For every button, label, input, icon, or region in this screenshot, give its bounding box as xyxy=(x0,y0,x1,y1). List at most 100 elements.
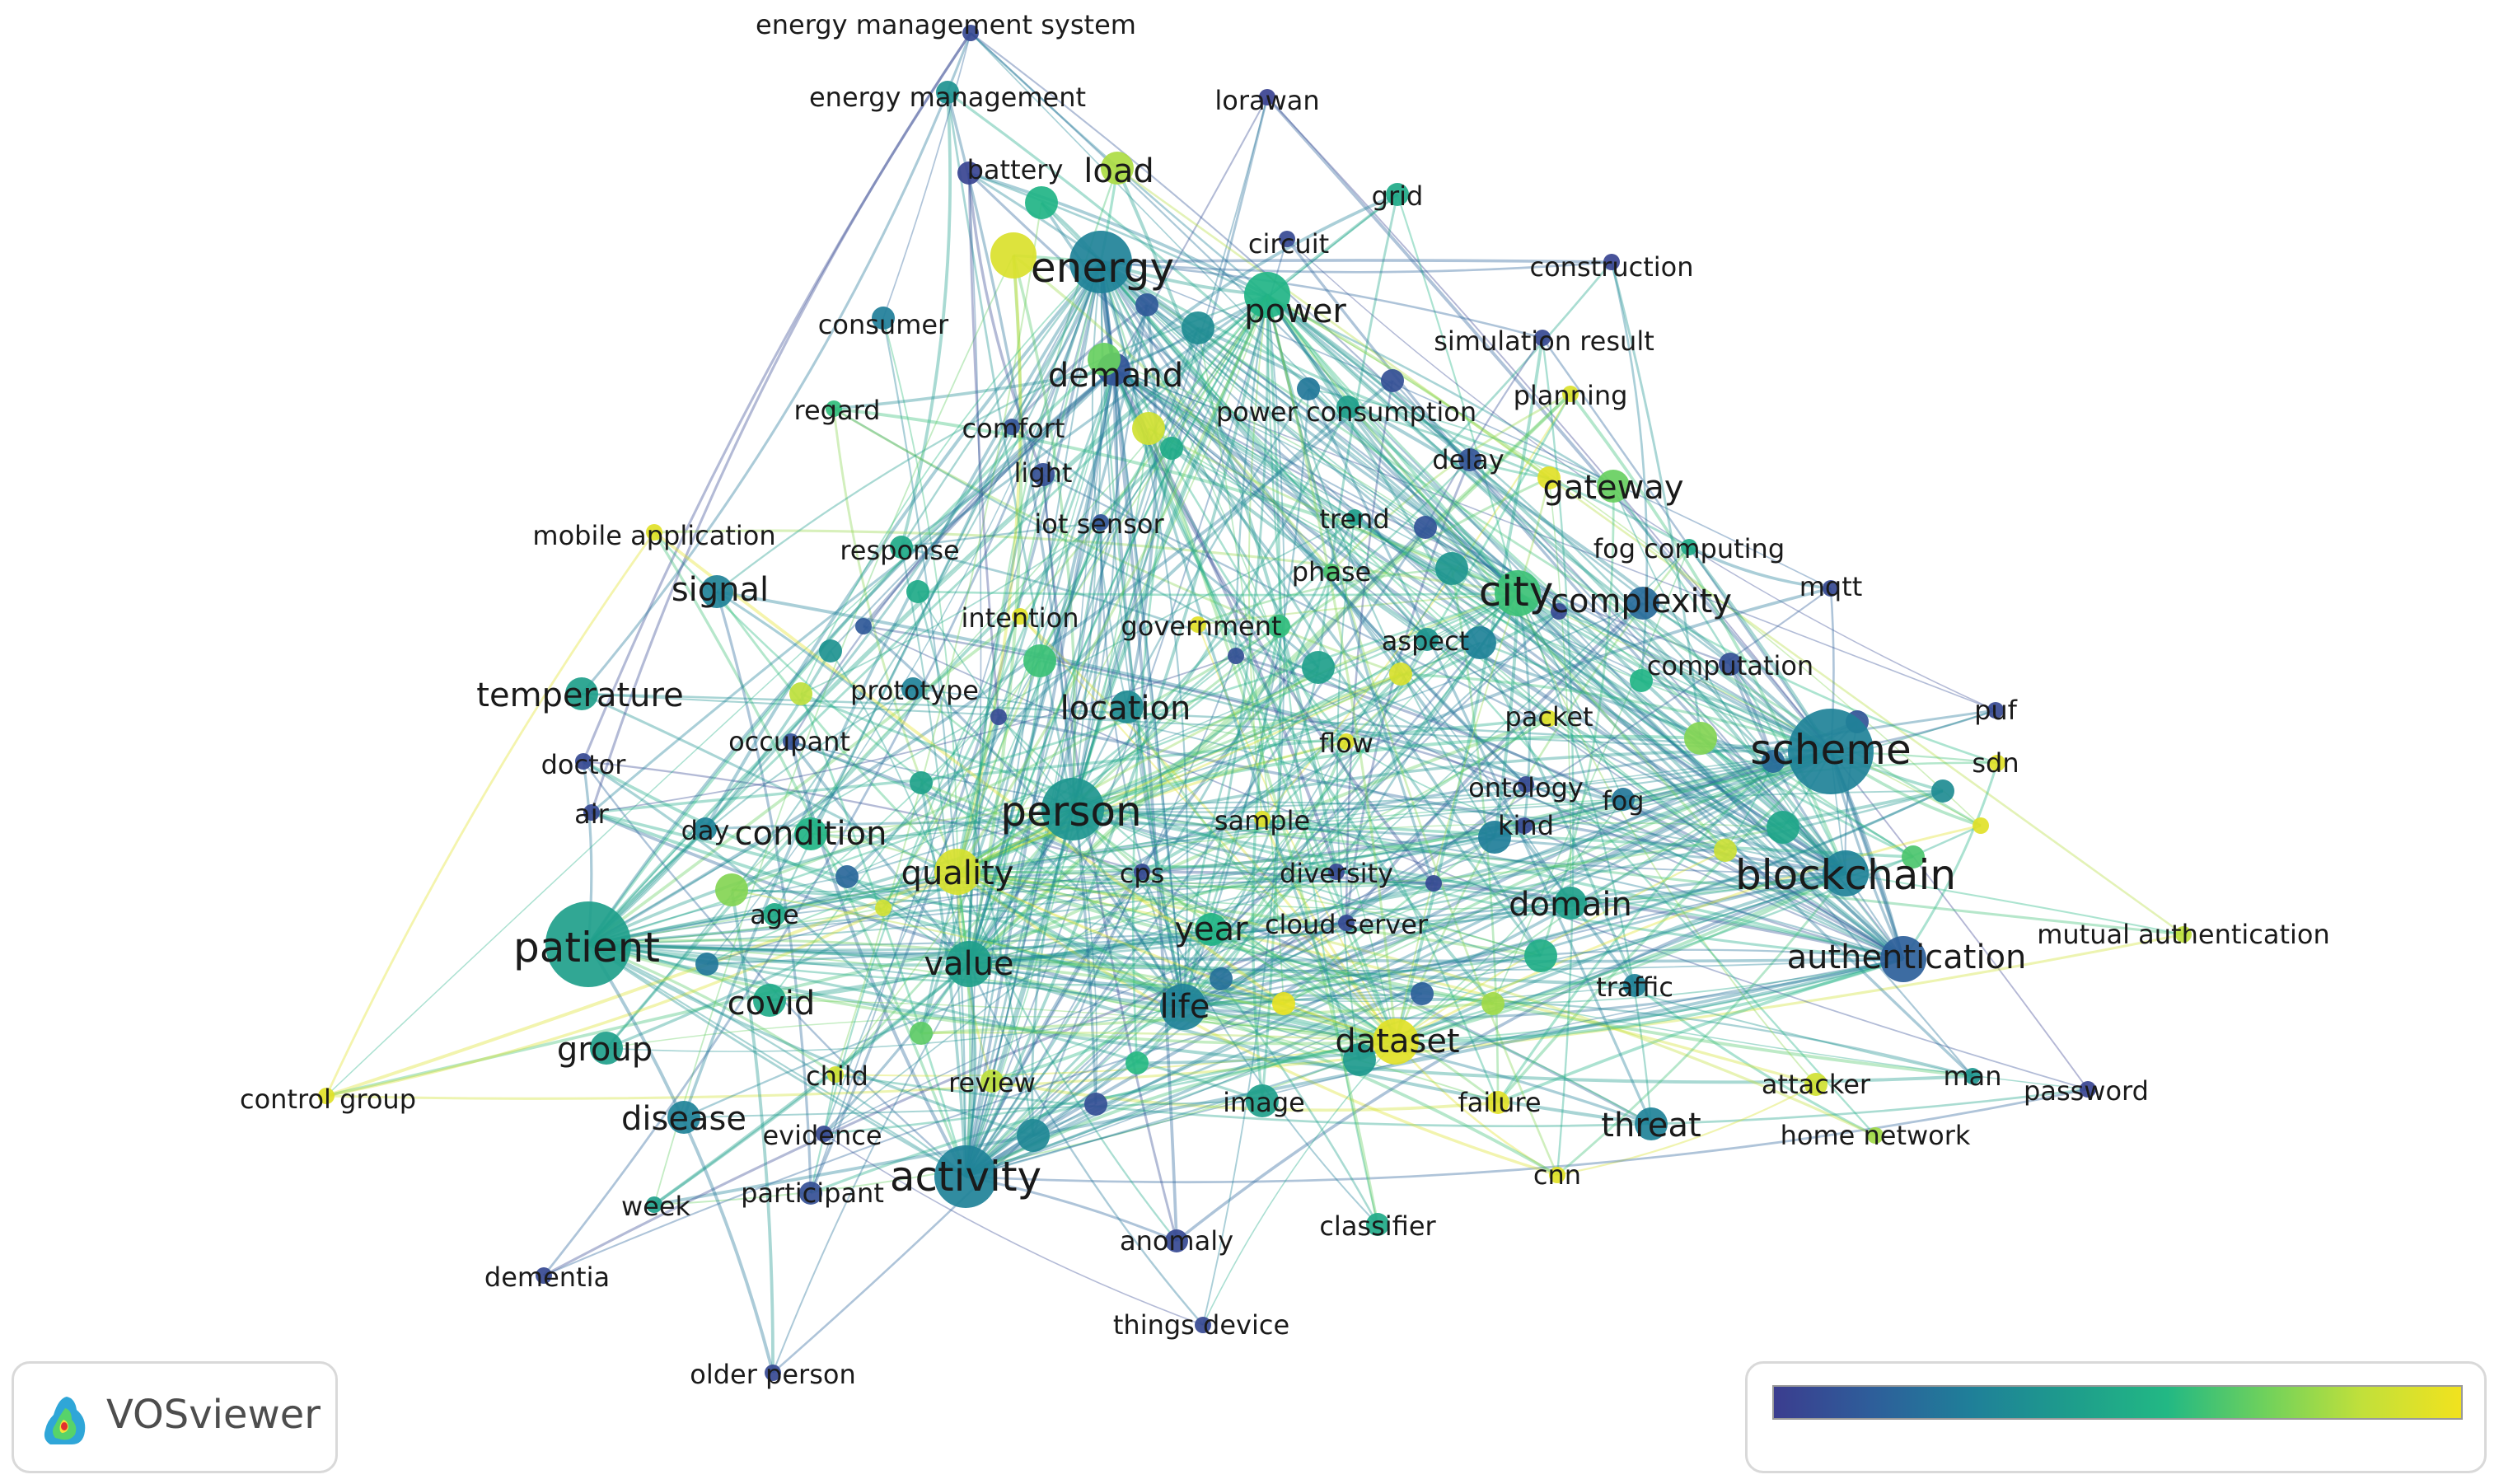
node-label-demand[interactable]: demand xyxy=(1048,357,1183,395)
node-label-simulation-result[interactable]: simulation result xyxy=(1434,325,1654,357)
node-label-image[interactable]: image xyxy=(1223,1087,1305,1118)
node-label-group[interactable]: group xyxy=(557,1031,653,1069)
node-label-disease[interactable]: disease xyxy=(621,1100,746,1138)
node-label-location[interactable]: location xyxy=(1060,690,1191,728)
node-unlabeled[interactable] xyxy=(1267,615,1290,638)
node-delay[interactable] xyxy=(1458,448,1481,471)
node-label-older-person[interactable]: older person xyxy=(690,1359,855,1390)
node-label-planning[interactable]: planning xyxy=(1514,380,1628,411)
node-participant[interactable] xyxy=(799,1182,822,1205)
node-label-age[interactable]: age xyxy=(750,899,799,930)
node-unlabeled[interactable] xyxy=(1125,1051,1149,1074)
node-label-occupant[interactable]: occupant xyxy=(728,726,850,757)
node-label-gateway[interactable]: gateway xyxy=(1542,469,1683,507)
node-unlabeled[interactable] xyxy=(1132,412,1165,445)
node-unlabeled[interactable] xyxy=(1551,603,1567,620)
node-label-evidence[interactable]: evidence xyxy=(762,1120,882,1151)
node-group[interactable] xyxy=(590,1032,623,1065)
node-label-kind[interactable]: kind xyxy=(1498,810,1554,841)
node-unlabeled[interactable] xyxy=(1025,186,1058,219)
node-label-person[interactable]: person xyxy=(1000,788,1141,836)
node-traffic[interactable] xyxy=(1623,974,1646,997)
node-label-control-group[interactable]: control group xyxy=(240,1084,416,1115)
node-unlabeled[interactable] xyxy=(1931,779,1954,803)
node-light[interactable] xyxy=(1032,463,1055,486)
node-day[interactable] xyxy=(694,817,717,840)
node-label-flow[interactable]: flow xyxy=(1319,728,1374,759)
node-label-diversity[interactable]: diversity xyxy=(1280,858,1393,889)
node-label-power-consumption[interactable]: power consumption xyxy=(1216,396,1476,428)
node-label-iot-sensor[interactable]: iot sensor xyxy=(1034,508,1164,540)
node-unlabeled[interactable] xyxy=(855,618,872,634)
node-label-cps[interactable]: cps xyxy=(1120,858,1165,889)
node-label-patient[interactable]: patient xyxy=(513,924,660,971)
node-life[interactable] xyxy=(1160,984,1206,1030)
node-label-participant[interactable]: participant xyxy=(741,1177,884,1209)
node-label-cloud-server[interactable]: cloud server xyxy=(1265,909,1429,940)
node-air[interactable] xyxy=(583,804,600,821)
node-quality[interactable] xyxy=(934,849,980,895)
node-unlabeled[interactable] xyxy=(1088,343,1121,376)
node-unlabeled[interactable] xyxy=(1481,992,1505,1015)
node-man[interactable] xyxy=(1964,1068,1981,1084)
node-dementia[interactable] xyxy=(536,1267,552,1284)
node-unlabeled[interactable] xyxy=(1425,875,1442,892)
node-planning[interactable] xyxy=(1562,386,1579,402)
node-lorawan[interactable] xyxy=(1259,89,1275,105)
node-label-year[interactable]: year xyxy=(1174,911,1248,948)
node-cnn[interactable] xyxy=(1549,1167,1565,1183)
node-unlabeled[interactable] xyxy=(1210,967,1233,990)
node-label-failure[interactable]: failure xyxy=(1458,1087,1541,1118)
node-energy[interactable] xyxy=(1069,231,1132,293)
node-authentication[interactable] xyxy=(1880,936,1926,982)
node-label-consumer[interactable]: consumer xyxy=(818,309,949,340)
node-label-construction[interactable]: construction xyxy=(1530,251,1694,283)
node-label-man[interactable]: man xyxy=(1943,1060,2001,1092)
node-label-signal[interactable]: signal xyxy=(672,571,769,609)
node-label-condition[interactable]: condition xyxy=(735,815,887,853)
node-unlabeled[interactable] xyxy=(990,709,1007,725)
node-label-anomaly[interactable]: anomaly xyxy=(1120,1225,1233,1257)
node-value[interactable] xyxy=(946,941,992,987)
node-consumer[interactable] xyxy=(872,307,895,330)
node-doctor[interactable] xyxy=(575,753,592,770)
node-unlabeled[interactable] xyxy=(910,771,933,794)
node-location[interactable] xyxy=(1111,691,1144,723)
node-threat[interactable] xyxy=(1635,1107,1668,1140)
node-label-energy-management[interactable]: energy management xyxy=(809,82,1086,113)
node-label-review[interactable]: review xyxy=(948,1067,1036,1098)
node-label-circuit[interactable]: circuit xyxy=(1248,228,1329,260)
node-unlabeled[interactable] xyxy=(1343,1043,1376,1076)
node-mqtt[interactable] xyxy=(1823,580,1839,597)
node-unlabeled[interactable] xyxy=(1084,1093,1107,1116)
node-unlabeled[interactable] xyxy=(1297,377,1320,400)
node-energy-management[interactable] xyxy=(936,81,959,104)
node-label-password[interactable]: password xyxy=(2024,1075,2149,1107)
node-unlabeled[interactable] xyxy=(1023,644,1056,677)
node-label-scheme[interactable]: scheme xyxy=(1750,726,1911,774)
node-unlabeled[interactable] xyxy=(1302,651,1335,684)
node-kind[interactable] xyxy=(1516,817,1533,834)
node-label-mutual-authentication[interactable]: mutual authentication xyxy=(2037,919,2330,950)
node-label-energy-management-system[interactable]: energy management system xyxy=(756,9,1136,40)
node-label-packet[interactable]: packet xyxy=(1505,701,1593,733)
node-complexity[interactable] xyxy=(1626,587,1659,620)
node-diversity[interactable] xyxy=(1328,864,1345,880)
node-older-person[interactable] xyxy=(765,1365,781,1381)
node-label-battery[interactable]: battery xyxy=(967,154,1064,185)
node-label-things-device[interactable]: things device xyxy=(1113,1309,1289,1341)
node-label-classifier[interactable]: classifier xyxy=(1319,1210,1436,1242)
node-label-day[interactable]: day xyxy=(681,815,730,846)
node-unlabeled[interactable] xyxy=(715,873,748,906)
node-label-temperature[interactable]: temperature xyxy=(476,676,683,714)
node-response[interactable] xyxy=(890,536,913,559)
node-packet[interactable] xyxy=(1541,710,1557,727)
node-ontology[interactable] xyxy=(1518,776,1534,793)
node-label-computation[interactable]: computation xyxy=(1647,650,1813,681)
node-unlabeled[interactable] xyxy=(990,232,1037,279)
node-patient[interactable] xyxy=(545,901,631,987)
node-trend[interactable] xyxy=(1346,509,1363,526)
node-unlabeled[interactable] xyxy=(1414,516,1437,539)
node-domain[interactable] xyxy=(1554,887,1587,920)
